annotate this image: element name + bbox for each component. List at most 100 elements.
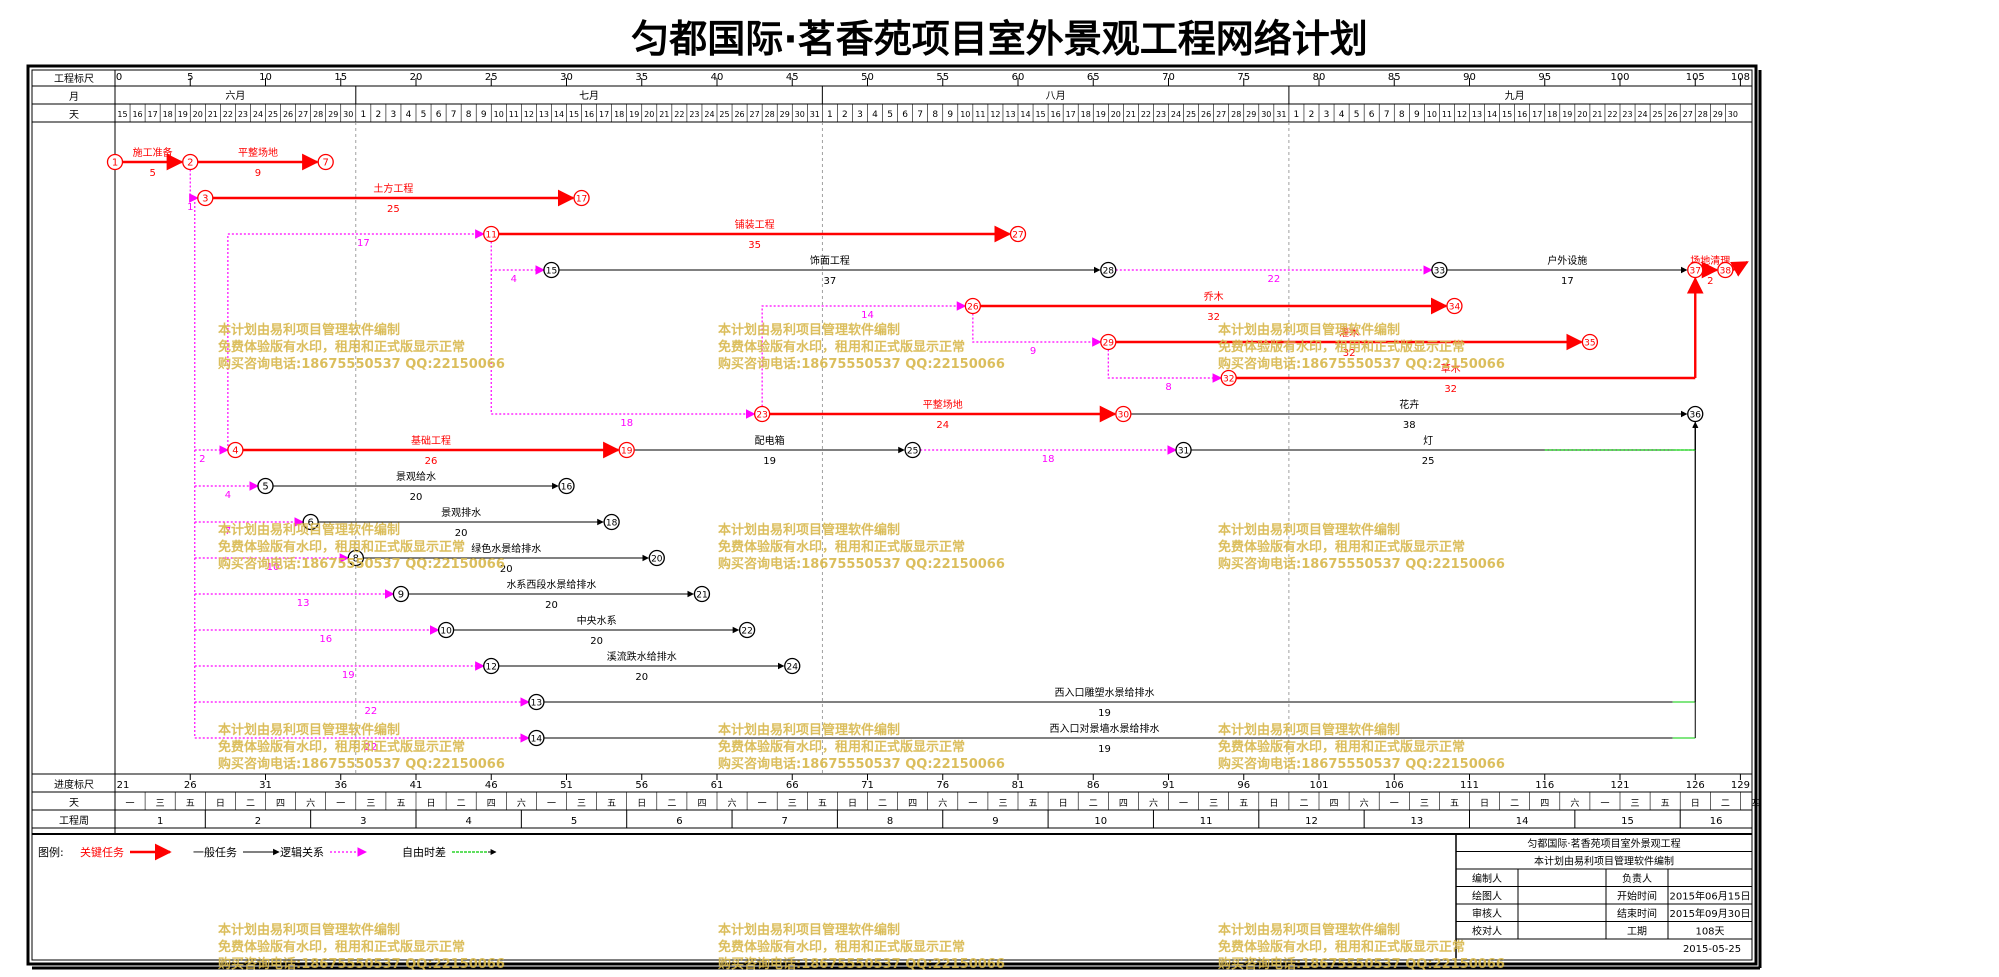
node-number: 31 bbox=[1178, 447, 1189, 457]
task-duration: 20 bbox=[455, 528, 468, 539]
weekday-label: 日 bbox=[637, 798, 646, 809]
node-38: 38 bbox=[1717, 261, 1734, 279]
node-number: 8 bbox=[353, 554, 359, 565]
weekday-label: 六 bbox=[938, 797, 947, 809]
task-name: 溪流跌水给排水 bbox=[607, 650, 677, 663]
day-label: 6 bbox=[902, 110, 908, 120]
float-link-26-29 bbox=[972, 313, 1102, 347]
header-label-scale: 工程标尺 bbox=[54, 73, 94, 85]
task-duration: 32 bbox=[1343, 348, 1356, 359]
watermark-line1: 本计划由易利项目管理软件编制 bbox=[718, 722, 900, 738]
day-label: 16 bbox=[584, 110, 594, 119]
day-label: 22 bbox=[674, 110, 684, 119]
outer-frame bbox=[26, 64, 1758, 966]
weekday-label: 四 bbox=[487, 799, 496, 809]
scale-tick-label: 35 bbox=[635, 72, 648, 83]
weekday-label: 日 bbox=[427, 798, 436, 809]
progress-tick-label: 106 bbox=[1385, 780, 1404, 791]
day-label: 11 bbox=[975, 110, 985, 119]
day-label: 3 bbox=[857, 110, 863, 120]
info-cell-label: 结束时间 bbox=[1617, 907, 1657, 920]
watermark-line1: 本计划由易利项目管理软件编制 bbox=[718, 922, 900, 938]
weekday-label: 二 bbox=[878, 799, 887, 809]
info-cell-label: 开始时间 bbox=[1617, 890, 1657, 903]
legend-item-text: 一般任务 bbox=[193, 846, 237, 859]
inner-frame bbox=[31, 69, 1753, 961]
day-label: 8 bbox=[932, 110, 938, 120]
weekday-label: 三 bbox=[156, 799, 165, 809]
header-label-day: 天 bbox=[69, 110, 79, 121]
node-number: 12 bbox=[486, 663, 497, 673]
watermark-block: 本计划由易利项目管理软件编制免费体验版有水印，租用和正式版显示正常购买咨询电话:… bbox=[218, 722, 505, 772]
node-circle bbox=[1100, 261, 1117, 279]
day-label: 7 bbox=[1384, 110, 1390, 120]
week-label: 1 bbox=[157, 816, 163, 827]
weekday-label: 一 bbox=[126, 799, 135, 809]
info-cell-value: 2015年09月30日 bbox=[1670, 907, 1751, 920]
task-duration: 37 bbox=[824, 276, 837, 287]
weekday-label: 五 bbox=[1029, 799, 1038, 809]
watermark-line2: 免费体验版有水印，租用和正式版显示正常 bbox=[1218, 339, 1465, 355]
task-name: 基础工程 bbox=[411, 434, 451, 447]
free-float-label: 4 bbox=[511, 274, 517, 285]
task-name: 铺装工程 bbox=[735, 218, 775, 231]
node-number: 14 bbox=[531, 735, 543, 745]
day-label: 27 bbox=[1216, 110, 1226, 119]
watermark-line1: 本计划由易利项目管理软件编制 bbox=[718, 322, 900, 338]
day-label: 25 bbox=[719, 110, 729, 119]
free-float-label: 14 bbox=[861, 310, 874, 321]
watermark-line3: 购买咨询电话:18675550537 QQ:22150066 bbox=[718, 556, 1005, 572]
task-duration: 5 bbox=[149, 168, 155, 179]
node-3: 3 bbox=[197, 189, 214, 207]
task-name: 饰面工程 bbox=[810, 254, 850, 267]
watermark-line1: 本计划由易利项目管理软件编制 bbox=[1218, 522, 1400, 538]
node-circle bbox=[528, 729, 545, 747]
watermark-line1: 本计划由易利项目管理软件编制 bbox=[218, 522, 400, 538]
progress-tick-label: 101 bbox=[1309, 780, 1328, 791]
watermark-block: 本计划由易利项目管理软件编制免费体验版有水印，租用和正式版显示正常购买咨询电话:… bbox=[718, 722, 1005, 772]
free-float-label: 10 bbox=[267, 562, 280, 573]
weekday-label: 日 bbox=[216, 798, 225, 809]
node-23: 23 bbox=[754, 405, 771, 423]
task-name: 绿色水景给排水 bbox=[471, 542, 541, 555]
day-label: 28 bbox=[1698, 110, 1708, 119]
day-label: 26 bbox=[283, 110, 293, 119]
day-label: 2 bbox=[842, 110, 848, 120]
day-label: 12 bbox=[524, 110, 534, 119]
node-19: 19 bbox=[618, 441, 635, 459]
day-label: 25 bbox=[1186, 110, 1196, 119]
weekday-label: 五 bbox=[1239, 799, 1248, 809]
node-number: 16 bbox=[561, 483, 573, 493]
watermark-line3: 购买咨询电话:18675550537 QQ:22150066 bbox=[218, 356, 505, 372]
week-label: 4 bbox=[465, 816, 471, 827]
node-number: 38 bbox=[1720, 267, 1732, 277]
node-10: 10 bbox=[437, 621, 455, 639]
day-label: 19 bbox=[1562, 110, 1572, 119]
day-label: 2 bbox=[376, 110, 382, 120]
progress-tick-label: 46 bbox=[485, 780, 498, 791]
node-number: 36 bbox=[1690, 411, 1702, 421]
watermark-block: 本计划由易利项目管理软件编制免费体验版有水印，租用和正式版显示正常购买咨询电话:… bbox=[718, 922, 1005, 972]
day-label: 21 bbox=[1126, 110, 1136, 119]
task-name: 乔木 bbox=[1204, 291, 1224, 303]
legend-item-text: 自由时差 bbox=[402, 845, 446, 859]
node-circle bbox=[257, 477, 274, 495]
node-30: 30 bbox=[1115, 405, 1132, 423]
weekday-label: 四 bbox=[1540, 799, 1549, 809]
task-duration: 19 bbox=[763, 456, 776, 467]
task-duration: 20 bbox=[635, 672, 648, 683]
watermark-block: 本计划由易利项目管理软件编制免费体验版有水印，租用和正式版显示正常购买咨询电话:… bbox=[718, 522, 1005, 572]
week-label: 10 bbox=[1094, 816, 1107, 827]
scale-tick-label: 95 bbox=[1538, 72, 1551, 83]
weekday-label: 一 bbox=[968, 799, 977, 809]
task-duration: 26 bbox=[425, 456, 438, 467]
weekday-label: 六 bbox=[1149, 797, 1158, 809]
node-circle bbox=[1100, 333, 1117, 351]
day-label: 4 bbox=[406, 110, 412, 120]
weekday-label: 一 bbox=[1390, 799, 1399, 809]
progress-tick-label: 126 bbox=[1686, 780, 1705, 791]
weekday-label: 四 bbox=[1751, 799, 1760, 809]
day-label: 18 bbox=[1547, 110, 1557, 119]
day-label: 21 bbox=[1592, 110, 1602, 119]
day-label: 24 bbox=[704, 110, 714, 119]
